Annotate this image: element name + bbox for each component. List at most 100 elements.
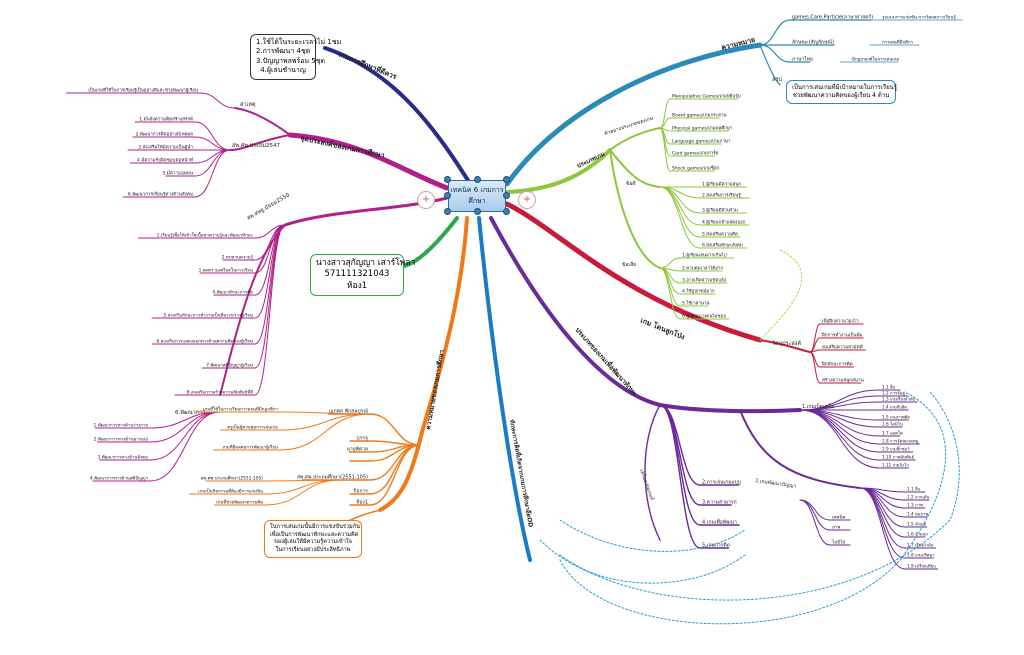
leaf-magenta-2-label[interactable]: 3.ส่งเสริมให้มีความเป็นผู้นำ [138, 143, 193, 151]
branch-navy-label[interactable]: เกมการศึกษาที่ดีควร [337, 49, 398, 82]
leaf-magenta-4-label[interactable]: 4.พัฒนาการทางด้านสติปัญญา [90, 476, 149, 482]
leaf-lime-1-label[interactable]: Physical games/เกมพลศึกษา [672, 126, 733, 132]
resize-handle-icon[interactable] [444, 208, 451, 215]
sub-magenta-3-label[interactable]: สพ.สพฐ.มัธยม2550 [246, 191, 292, 221]
leaf-orange-tag-label[interactable]: สพ.ศพ.ประถมศึกษา(2551:105) [297, 474, 368, 481]
branch-orange-label[interactable]: ความหมายของเกมการศึกษา [424, 349, 446, 430]
resize-handle-icon[interactable] [503, 192, 510, 199]
leaf-orange-tag-label[interactable]: ห้อง1 [356, 499, 368, 506]
resize-handle-icon[interactable] [474, 176, 481, 183]
leaf-purple-d-label[interactable]: 1.4 ต่อภาพ [907, 512, 928, 517]
sub-purple-d-label[interactable]: 2.เกมพัฒนาปัญญา [755, 478, 797, 490]
leaf-magenta-3-label[interactable]: 2.ทบทวนความรู้ [222, 255, 254, 261]
leaf-purple-c-label[interactable]: 1.2 การจับคู่ [882, 391, 905, 397]
leaf-orange-tag-label[interactable]: เอกพล ฟักสมบูรณ์ [329, 408, 368, 415]
leaf-purple-c-label[interactable]: 1.6 โดมิโน [882, 422, 903, 427]
leaf-orange-label[interactable]: เกมที่มีผลต่อการพัฒนาผู้เรียน [223, 444, 278, 451]
leaf-lime-3-label[interactable]: 1.ผู้เรียนเล่นมากเกินไป [682, 253, 727, 259]
leaf-purple-a-label[interactable]: 2.การเล่นเกมแบบ [702, 480, 741, 486]
leaf-orange-label[interactable]: เกมที่ช่วยพัฒนาความคิด [216, 499, 263, 506]
leaf-magenta-3-label[interactable]: 1.เรียนรู้เพื่อให้เข้าใจเนื้อหาความรู้แล… [157, 232, 253, 239]
leaf-magenta-3-label[interactable]: 3.ลดความเครียดในการเรียน [198, 268, 253, 274]
leaf-lime-2-label[interactable]: 4.ผู้เรียนกล้าแสดงออก [702, 220, 746, 226]
leaf-magenta-2-label[interactable]: 2.พัฒนาการคิดอย่างมีเหตุผล [135, 131, 193, 138]
leaf-magenta-2-label[interactable]: 4.มีความรับผิดชอบต่อหน้าที่ [137, 157, 193, 164]
leaf-purple-e-label[interactable]: เทคนิค [832, 515, 845, 521]
leaf-orange-label[interactable]: เกมเป็นกิจกรรมที่ต้องมีการแข่งขัน [198, 487, 263, 495]
leaf-purple-e-label[interactable]: ภาพ [832, 525, 840, 531]
leaf-lime-2-label[interactable]: 5.ส่งเสริมความคิด [702, 232, 738, 238]
sub-magenta-4-label[interactable]: 6.พัฒนาการ [175, 409, 205, 416]
leaf-teal-sub-label[interactable]: ภาษาไทย [792, 56, 813, 63]
leaf-purple-d-label[interactable]: 1.2 ลากเส้น [907, 495, 929, 500]
leaf-lime-1-label[interactable]: Language games/เกมภาษา [672, 139, 731, 145]
leaf-magenta-4-label[interactable]: 3.พัฒนาการทางด้านสังคม [98, 455, 149, 461]
branch-crimson-label[interactable]: เกม โดนลูกโป่ง [639, 316, 687, 343]
leaf-magenta-2-label[interactable]: 6.พัฒนาการเรียนรู้ทางด้านสังคม [128, 191, 193, 198]
resize-handle-icon[interactable] [444, 192, 451, 199]
leaf-lime-3-label[interactable]: 5.ใช้เวลานาน [682, 301, 710, 307]
leaf-lime-3-label[interactable]: 4.ใช้อุปกรณ์มาก [682, 288, 715, 295]
leaf-purple-a-label[interactable]: 5.เกมการคิด [702, 542, 730, 549]
leaf-lime-1-label[interactable]: Manipulative Games/เกมหยิบจับ [672, 94, 741, 100]
leaf-lime-2-label[interactable]: 3.ผู้เรียนมีส่วนร่วม [702, 208, 738, 214]
note-top-box[interactable]: 1.ใช้ได้ในระยะเวลาไม่ 1ชม 2.การพัฒนา 4ชุ… [250, 34, 341, 80]
resize-handle-icon[interactable] [503, 176, 510, 183]
leaf-purple-d-label[interactable]: 1.8 เกมปริศนา [907, 553, 935, 558]
sub-crimson-label[interactable]: วัตถุประสงค์ [772, 340, 801, 347]
leaf-magenta-3-label[interactable]: 8.ส่งเสริมการสร้างความสัมพันธ์ที่ดี [187, 389, 253, 396]
leaf-purple-d-label[interactable]: 1.9 เปรียบเทียบ [907, 564, 936, 569]
leaf-magenta-2-label[interactable]: 1.มีพลังความคิดสร้างสรรค์ [139, 116, 193, 123]
leaf-lime-2-label[interactable]: 2.ส่งเสริมการเรียนรู้ [702, 193, 741, 199]
leaf-magenta-3-label[interactable]: 7.พัฒนาสติปัญญาผู้เรียน [206, 363, 253, 369]
leaf-teal-label[interactable]: รูปแบบการแข่งขัน การวัดผลการเรียนรู้ [882, 15, 956, 21]
leaf-purple-c-label[interactable]: 1.11 เกมบิงโก [882, 463, 909, 468]
leaf-teal-sub-label[interactable]: games,Care,Particle(ภาษาศาสตร์) [792, 14, 873, 21]
leaf-orange-tag-label[interactable]: นายพิศาล [347, 446, 369, 453]
leaf-purple-c-label[interactable]: 1.5 เกมภาพตัด [882, 415, 910, 420]
leaf-lime-3-label[interactable]: 2.ควบคุมเวลาได้ยาก [682, 266, 723, 272]
leaf-purple-c-label[interactable]: 1.8 การจัดหมวดหมู่ [882, 439, 919, 445]
leaf-teal-label[interactable]: การเล่นที่มีกติกา [882, 39, 914, 46]
resize-handle-icon[interactable] [503, 208, 510, 215]
leaf-crimson-label[interactable]: ส่งเสริมความสามัคคี [822, 344, 863, 351]
leaf-purple-c-label[interactable]: 1.3 เกมเรียงลำดับ [882, 397, 916, 402]
leaf-purple-e-label[interactable]: ไม่มีไม้ [831, 540, 845, 546]
leaf-purple-c-label[interactable]: 1.7 ลอตโต [882, 431, 903, 436]
collapse-right-icon[interactable]: + [518, 191, 536, 209]
sub-lime-2-label[interactable]: ข้อดี [626, 180, 636, 187]
collapse-left-icon[interactable]: + [417, 191, 435, 209]
sub-magenta-2-label[interactable]: สพ.ศพ.ประถม2547 [232, 142, 280, 149]
leaf-purple-d-label[interactable]: 1.6 จำแนก [907, 532, 928, 537]
leaf-lime-3-label[interactable]: 6.ผู้เรียนบางคนไม่ชอบ [682, 314, 726, 320]
leaf-lime-2-label[interactable]: 1.ผู้เรียนมีความสนุก [702, 182, 741, 188]
leaf-crimson-label[interactable]: ฝึกทักษะการคิด [821, 361, 852, 368]
leaf-purple-c-label[interactable]: 1.4 เกมจับผิด [882, 405, 907, 410]
branch-magenta-label[interactable]: จุดประสงค์ของเกมการศึกษา [300, 133, 386, 160]
leaf-orange-tag-label[interactable]: บรรจุ [357, 436, 369, 442]
branch-purple-label[interactable]: ประเภทของเกมเพื่อพัฒนาทักษะ [574, 325, 641, 398]
leaf-purple-a-label[interactable]: 4.เกมเพื่อพัฒนา [702, 519, 737, 526]
leaf-magenta-2-label[interactable]: 5.มีความอดทน [162, 170, 193, 177]
resize-handle-icon[interactable] [474, 208, 481, 215]
leaf-lime-3-label[interactable]: 3.อาจเกิดความขัดแย้ง [682, 278, 726, 284]
leaf-purple-a-label[interactable]: 3.ความสามารถ [702, 500, 737, 506]
leaf-magenta-4-label[interactable]: 1.พัฒนาการทางด้านร่างกาย [94, 423, 149, 429]
leaf-orange-tag-label[interactable]: กิจการ [354, 488, 369, 495]
leaf-magenta-3-label[interactable]: 5.ส่งเสริมทักษะการทำงานเป็นทีมระหว่างผู้… [164, 311, 253, 319]
leaf-teal-sub-label[interactable]: ลักษณะ(สัญลักษณ์) [792, 39, 834, 46]
leaf-teal-label[interactable]: มีกฎเกณฑ์ในการเล่นเกม [852, 57, 899, 63]
leaf-purple-d-label[interactable]: 1.5 สังเกต [907, 522, 927, 527]
leaf-lime-2-label[interactable]: 6.ส่งเสริมทักษะสังคม [702, 243, 743, 249]
leaf-magenta-3-label[interactable]: 6.ส่งเสริมการแสดงออกทางด้านความคิดของผู้… [156, 339, 253, 345]
leaf-magenta-4-label[interactable]: 2.พัฒนาการทางด้านอารมณ์ [94, 437, 148, 443]
leaf-crimson-label[interactable]: เพื่อฝึกความว่องไว [822, 318, 859, 325]
leaf-orange-label[interactable]: ครูเป็นผู้ควบคุมการเล่นเกม [227, 423, 278, 431]
note-teal-box[interactable]: เป็นการเล่นเกมที่มีเป้าหมายในการเรียนรู้… [786, 80, 897, 105]
teal-summary-label[interactable]: สรุป [772, 76, 782, 83]
leaf-purple-c-label[interactable]: 1.10 ภาพสัมพันธ์ [882, 455, 914, 460]
leaf-purple-d-label[interactable]: 1.3 ภาพ [907, 503, 923, 508]
leaf-orange-label[interactable]: สพ.ศพ.ประถมศึกษา(2551:105) [201, 476, 264, 482]
leaf-lime-1-label[interactable]: Shock games/เกมช็อก [672, 164, 720, 172]
leaf-orange-label[interactable]: เกมที่ใช้ในการเรียนการสอนที่มีกฎกติกา [203, 406, 278, 413]
